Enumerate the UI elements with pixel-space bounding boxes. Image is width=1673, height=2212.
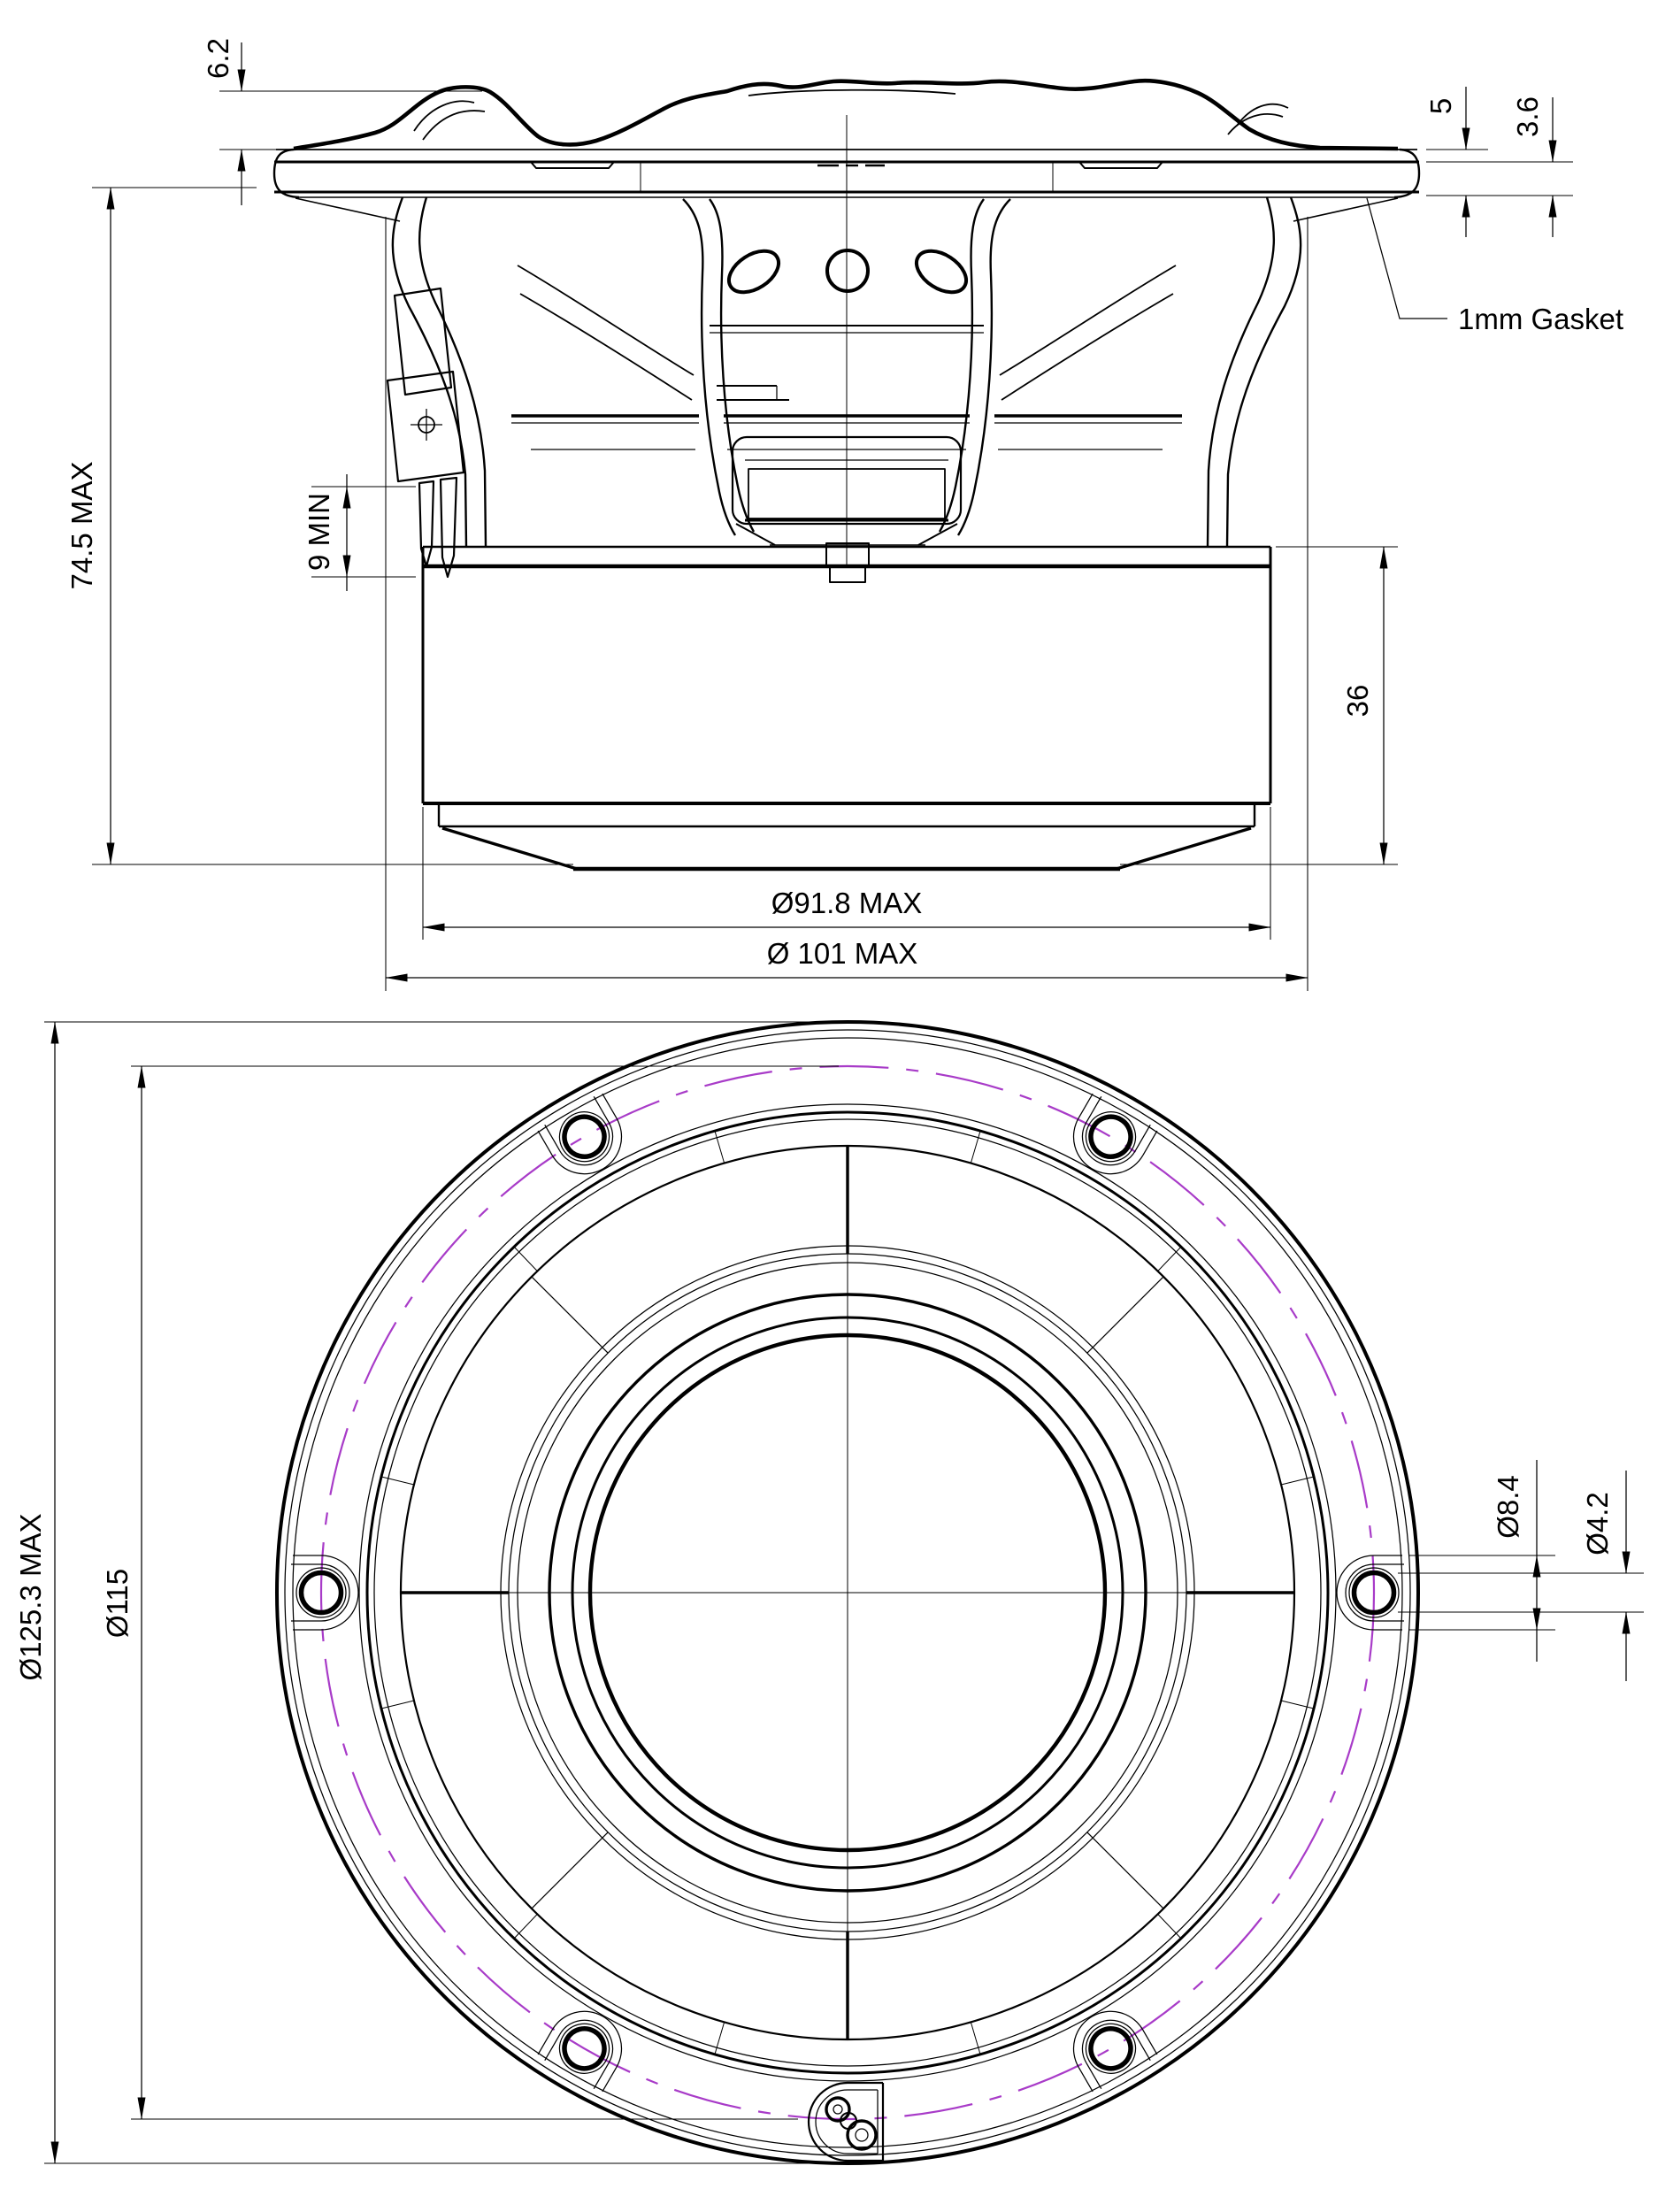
dim-basket-diameter: Ø 101 MAX — [385, 217, 1308, 991]
dim-total-height: 74.5 MAX — [65, 187, 1398, 865]
magnet-assembly — [421, 545, 1272, 872]
dim-label-74-5-max: 74.5 MAX — [65, 462, 98, 590]
dim-label-8-4: Ø8.4 — [1492, 1475, 1524, 1539]
dim-label-101-max: Ø 101 MAX — [767, 937, 918, 970]
spade-terminal — [418, 480, 435, 568]
dim-overall-diameter: Ø125.3 MAX — [14, 1021, 839, 2164]
dim-flange-thickness: 3.6 — [1511, 96, 1557, 237]
basket-vent-hole — [915, 249, 968, 295]
gasket-note-label: 1mm Gasket — [1458, 303, 1623, 335]
dim-label-3-6: 3.6 — [1511, 96, 1544, 137]
basket-frame — [391, 196, 1302, 548]
spade-terminal — [439, 476, 458, 579]
dim-label-125-3-max: Ø125.3 MAX — [14, 1514, 47, 1681]
dim-label-9-min: 9 MIN — [303, 493, 335, 571]
basket-vent-hole — [825, 249, 870, 293]
dim-terminal-clearance: 9 MIN — [303, 474, 416, 591]
dim-label-36: 36 — [1341, 685, 1374, 718]
surround-outer-circle — [548, 1293, 1147, 1893]
dim-bolt-circle: Ø115 — [101, 1065, 839, 2120]
gasket-callout: 1mm Gasket — [1366, 197, 1623, 335]
bolt-circle — [319, 1064, 1376, 2121]
dim-magnet-diameter: Ø91.8 MAX — [422, 807, 1271, 940]
dim-label-6-2: 6.2 — [202, 38, 234, 79]
speaker-front-drawing — [275, 1020, 1420, 2165]
surround-inner-circle — [571, 1316, 1124, 1870]
surround-cone-profile — [293, 78, 1399, 151]
basket-ribs — [401, 1146, 1294, 2039]
terminal-assembly — [386, 287, 465, 579]
dim-mounting-hole: Ø4.2 — [1398, 1471, 1644, 1681]
dim-magnet-height: 36 — [1276, 546, 1398, 865]
dim-label-5: 5 — [1424, 98, 1457, 114]
dim-label-91-8-max: Ø91.8 MAX — [771, 887, 923, 919]
dim-label-4-2: Ø4.2 — [1581, 1492, 1614, 1555]
dim-mounting-slot: Ø8.4 — [1408, 1460, 1555, 1662]
speaker-cross-section — [272, 78, 1421, 872]
voice-coil-assembly — [731, 115, 963, 583]
dim-label-115: Ø115 — [101, 1569, 134, 1638]
lead-wire-boss — [807, 2081, 885, 2162]
basket-vent-hole — [727, 249, 780, 295]
dim-surround-height: 6.2 — [202, 38, 482, 205]
dim-front-height: 5 — [1424, 87, 1573, 237]
side-view: 6.2 5 3.6 1mm Gasket 74.5 MAX — [65, 38, 1623, 991]
outer-rim-circle — [275, 1020, 1420, 2165]
cone-edge-circle — [587, 1333, 1108, 1853]
front-view: Ø125.3 MAX Ø115 Ø8.4 Ø4.2 — [14, 1020, 1644, 2165]
